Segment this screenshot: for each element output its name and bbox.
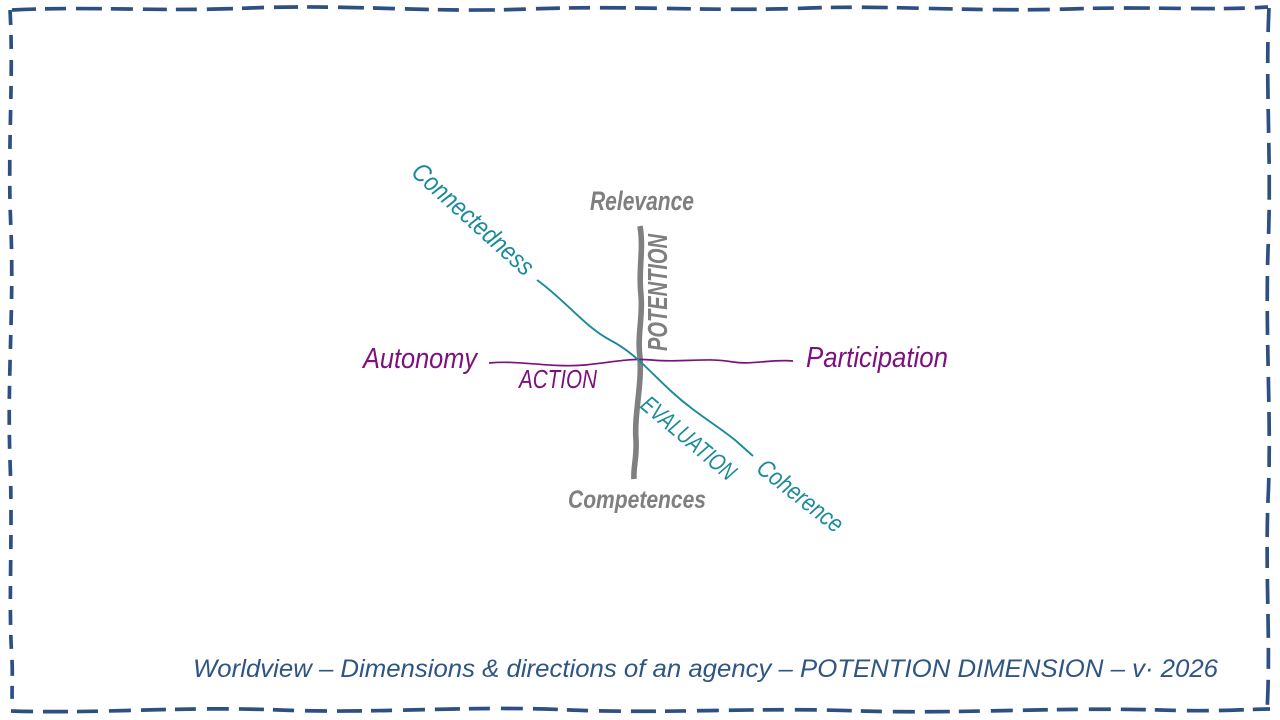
svg-text:Relevance: Relevance (590, 186, 694, 216)
svg-text:Competences: Competences (568, 486, 706, 514)
svg-text:Worldview – Dimensions & direc: Worldview – Dimensions & directions of a… (193, 655, 1218, 683)
svg-text:POTENTION: POTENTION (642, 233, 673, 351)
svg-text:Participation: Participation (806, 342, 948, 374)
svg-text:Autonomy: Autonomy (361, 343, 478, 375)
svg-text:ACTION: ACTION (517, 364, 597, 394)
